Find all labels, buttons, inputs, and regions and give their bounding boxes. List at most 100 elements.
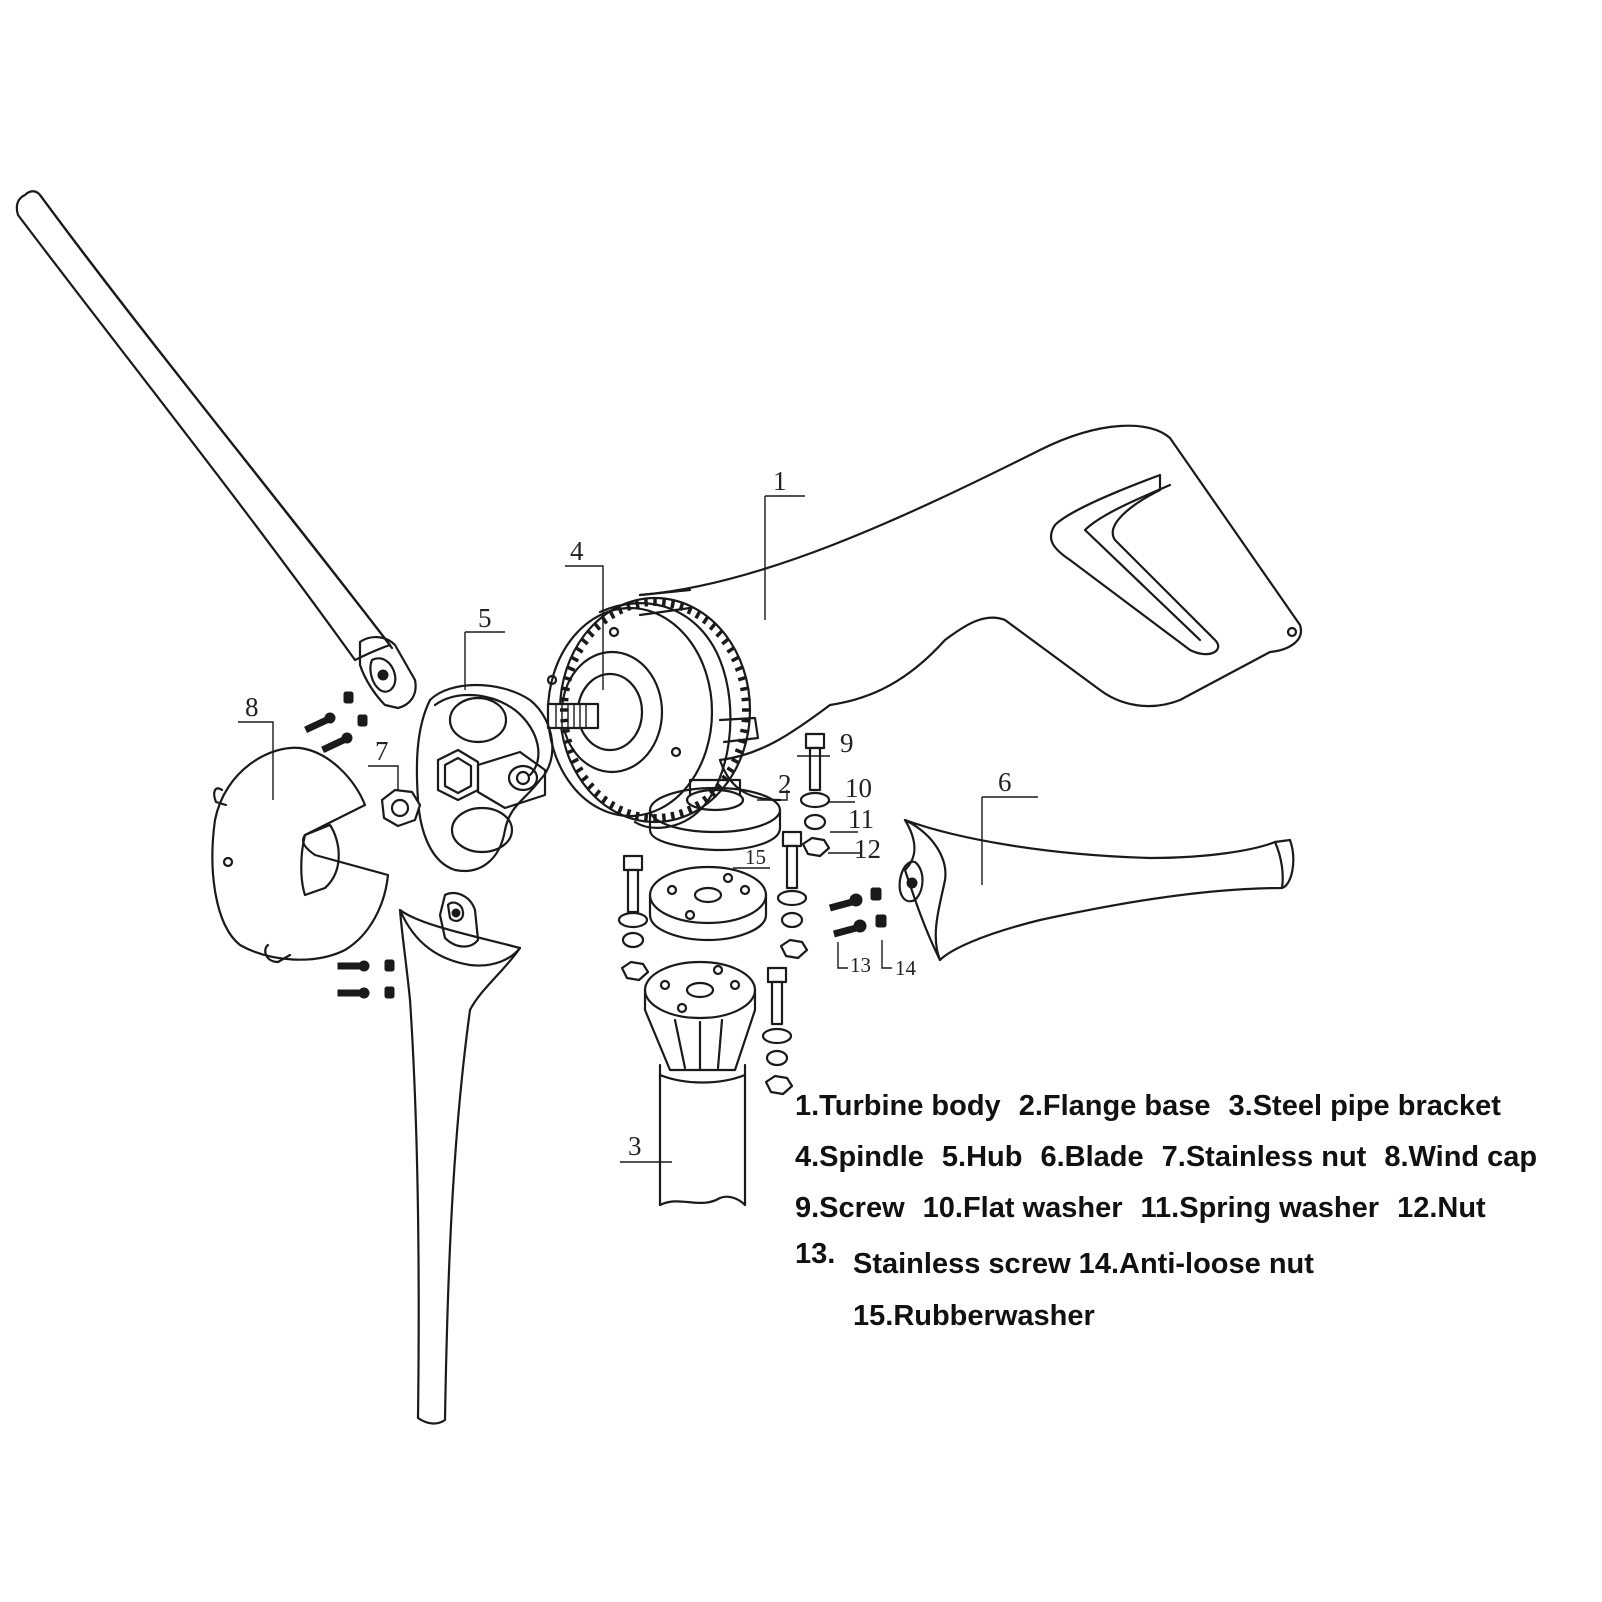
gear-tooth	[561, 728, 571, 734]
gear-tooth	[661, 813, 667, 822]
legend-item: 5.Hub	[941, 1141, 1023, 1173]
legend-item: Stainless screw 14.Anti-loose nut	[853, 1248, 1314, 1280]
callout-6: 6	[998, 767, 1012, 797]
gear-tooth	[617, 805, 624, 815]
callout-10: 10	[845, 773, 872, 803]
gear-tooth	[625, 602, 632, 611]
legend-item: 12.Nut	[1397, 1192, 1486, 1224]
hub	[415, 684, 554, 873]
gear-tooth	[715, 629, 724, 638]
gear-tooth	[737, 738, 747, 745]
gear-tooth	[625, 809, 632, 818]
gear-tooth	[617, 605, 624, 615]
legend-item: 3.Steel pipe bracket	[1228, 1090, 1501, 1122]
gear-tooth	[566, 748, 576, 755]
gear-tooth	[570, 655, 580, 663]
gear-tooth	[730, 655, 740, 663]
gear-tooth	[608, 610, 616, 620]
spring-washer-11	[803, 813, 827, 831]
gear-tooth	[741, 718, 750, 723]
gear-tooth	[678, 809, 685, 818]
gear-tooth	[686, 805, 693, 815]
bolt-stacks	[617, 732, 831, 1096]
gear-tooth	[593, 789, 602, 798]
legend-line-1: 1.Turbine body 2.Flange base 3.Steel pipe …	[795, 1090, 1519, 1123]
callout-1: 1	[773, 466, 787, 496]
gear-tooth	[708, 789, 717, 798]
gear-tooth	[678, 602, 685, 611]
gear-tooth	[634, 599, 640, 609]
wind-cap	[211, 691, 395, 999]
gear-tooth	[737, 675, 747, 682]
gear-tooth	[586, 629, 595, 638]
legend-item: 9.Screw	[795, 1192, 905, 1224]
legend-item: 1.Turbine body	[795, 1090, 1001, 1122]
gear-tooth	[686, 605, 693, 615]
flat-washer-10	[799, 791, 831, 809]
gear-tooth	[563, 738, 573, 745]
gear-tooth	[670, 811, 676, 821]
stainless-screws-13	[828, 893, 867, 938]
steel-pipe-bracket	[643, 960, 757, 1207]
callout-11: 11	[848, 804, 874, 834]
spindle	[546, 702, 600, 730]
legend-item: 7.Stainless nut	[1161, 1141, 1367, 1173]
legend-line-3: 9.Screw 10.Flat washer 11.Spring washer 12.…	[795, 1192, 1504, 1225]
cap-screws	[304, 691, 395, 999]
legend-item: 2.Flange base	[1018, 1090, 1211, 1122]
blade-upper-left	[15, 190, 417, 710]
callout-3: 3	[628, 1131, 642, 1161]
gear-tooth	[721, 637, 730, 646]
gear-tooth	[734, 665, 744, 672]
legend-item: 10.Flat washer	[922, 1192, 1123, 1224]
nut-12	[801, 836, 831, 858]
gear-tooth	[670, 599, 676, 609]
gear-tooth	[586, 782, 595, 791]
callout-9: 9	[840, 728, 854, 758]
callout-14: 14	[895, 956, 917, 980]
callout-labels: 1 2 3 4 5 6 7 8 9 10 11 12 13 14 15	[245, 466, 1012, 1161]
callout-5: 5	[478, 603, 492, 633]
gear-tooth	[661, 598, 667, 607]
legend-item: 4.Spindle	[795, 1141, 924, 1173]
callout-13: 13	[850, 953, 871, 977]
callout-12: 12	[854, 834, 881, 864]
callout-4: 4	[570, 536, 584, 566]
legend-item: 8.Wind cap	[1384, 1141, 1538, 1173]
legend-item: 6.Blade	[1040, 1141, 1144, 1173]
gear-tooth	[701, 795, 710, 805]
gear-tooth	[561, 686, 571, 692]
gear-tooth	[701, 615, 710, 625]
callout-7: 7	[375, 736, 389, 766]
gear-tooth	[730, 757, 740, 765]
gear-tooth	[563, 675, 573, 682]
legend-line-5: 15.Rubberwasher	[853, 1300, 1113, 1333]
gear-tooth	[570, 757, 580, 765]
turbine-body	[638, 424, 1303, 802]
gear-tooth	[643, 598, 649, 607]
blade-lower	[398, 892, 522, 1425]
callout-15: 15	[745, 845, 766, 869]
gear-tooth	[580, 774, 589, 783]
gear-teeth	[560, 598, 750, 822]
gear-tooth	[739, 686, 749, 692]
callout-8: 8	[245, 692, 259, 722]
gear-tooth	[575, 766, 584, 774]
legend-item: 13.	[795, 1238, 836, 1270]
blade-right	[828, 818, 1295, 962]
leader-lines	[238, 495, 1038, 1163]
gear-tooth	[593, 622, 602, 631]
gear-tooth	[694, 610, 702, 620]
gear-tooth	[726, 646, 735, 654]
generator-gear	[546, 596, 752, 829]
gear-tooth	[600, 795, 609, 805]
rubber-washer	[648, 865, 768, 942]
legend-item: 11.Spring washer	[1140, 1192, 1380, 1224]
gear-tooth	[726, 766, 735, 774]
flange-base	[648, 778, 782, 852]
gear-tooth	[634, 811, 640, 821]
legend-line-2: 4.Spindle 5.Hub 6.Blade 7.Stainless nut 8.Wi…	[795, 1141, 1555, 1174]
gear-tooth	[739, 728, 749, 734]
stainless-nut	[380, 788, 422, 828]
